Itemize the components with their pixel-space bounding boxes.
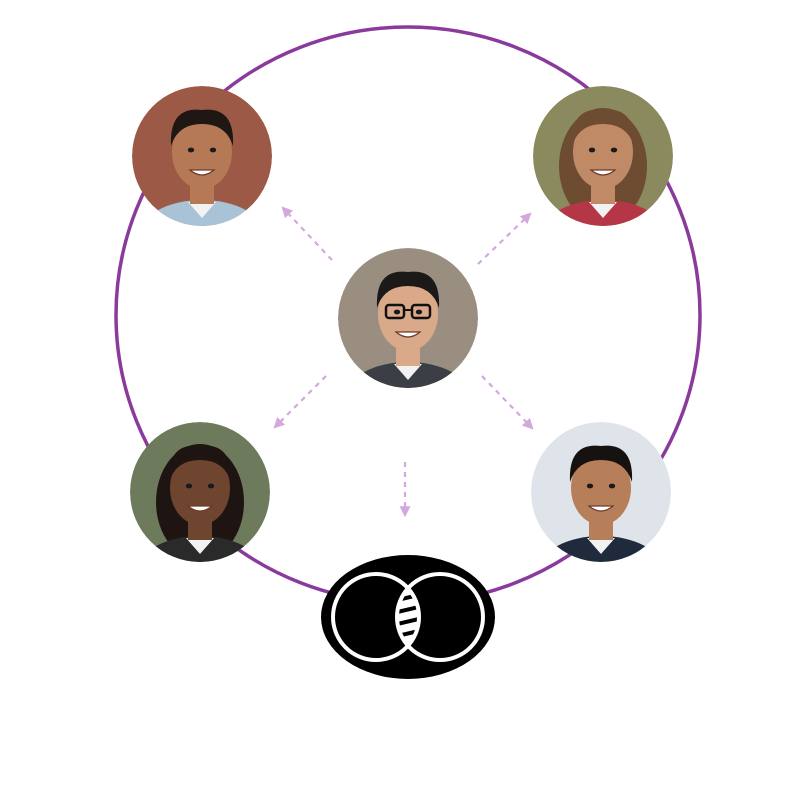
arrow-to-bottom-left [273,375,327,429]
avatars [130,86,673,562]
overlapping-circles-intersection-icon [321,555,495,679]
arrow-to-top-left [281,206,333,261]
arrows [273,206,534,518]
avatar-center [338,248,478,388]
avatar-bottom-right [531,422,671,562]
arrow-to-top-right [477,212,532,265]
avatar-bottom-left [130,422,270,562]
avatar-top-left [132,86,272,226]
avatar-top-right [533,86,673,226]
arrow-to-bottom-right [481,375,534,430]
